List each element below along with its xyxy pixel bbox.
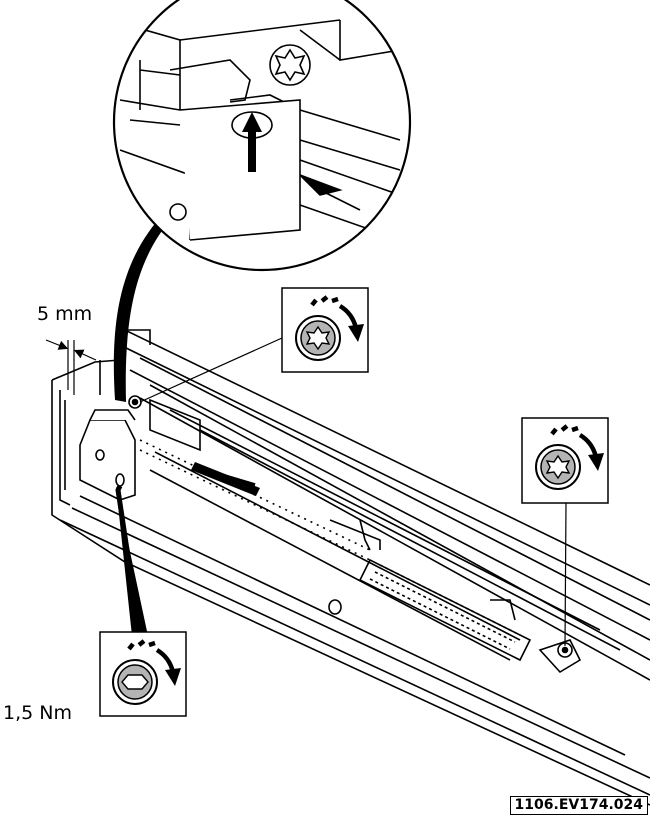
callout-hex-lower (99, 484, 187, 717)
callout-torx-right (521, 417, 609, 647)
callout-torx-upper (139, 287, 369, 403)
hex-socket-screw-tighten-icon (112, 639, 181, 705)
torx-screw-tighten-icon (535, 424, 604, 490)
rail-nameplate (191, 462, 260, 496)
torque-label: 1,5 Nm (3, 702, 72, 724)
gap-dimension-label: 5 mm (37, 303, 93, 325)
figure-reference-label: 1106.EV174.024 (509, 796, 648, 815)
mounting-bracket (79, 395, 142, 501)
magnified-detail-view (112, 0, 412, 272)
torx-screw-tighten-icon (295, 295, 364, 361)
arrow-up-icon (242, 112, 262, 172)
gap-dimension-lines (45, 339, 97, 395)
rail-profile (51, 329, 650, 806)
